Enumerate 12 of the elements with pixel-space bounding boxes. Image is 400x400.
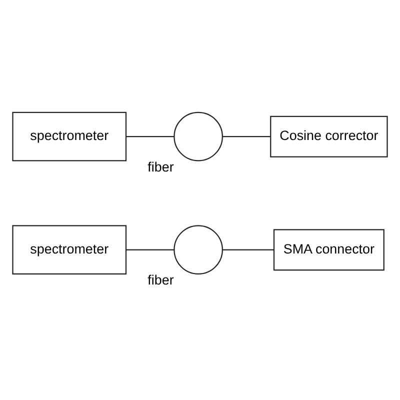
node-box: Cosine corrector bbox=[270, 115, 388, 157]
node-label: fiber bbox=[148, 158, 174, 174]
node-box: SMA connector bbox=[273, 228, 384, 270]
node-box: spectrometer bbox=[12, 111, 127, 161]
connector bbox=[222, 136, 271, 137]
connector bbox=[222, 248, 274, 250]
node-box: spectrometer bbox=[12, 224, 127, 274]
connector bbox=[126, 136, 174, 137]
node-circle bbox=[174, 224, 223, 274]
node-label: fiber bbox=[148, 272, 174, 288]
connector bbox=[126, 248, 174, 250]
node-circle bbox=[174, 111, 223, 161]
